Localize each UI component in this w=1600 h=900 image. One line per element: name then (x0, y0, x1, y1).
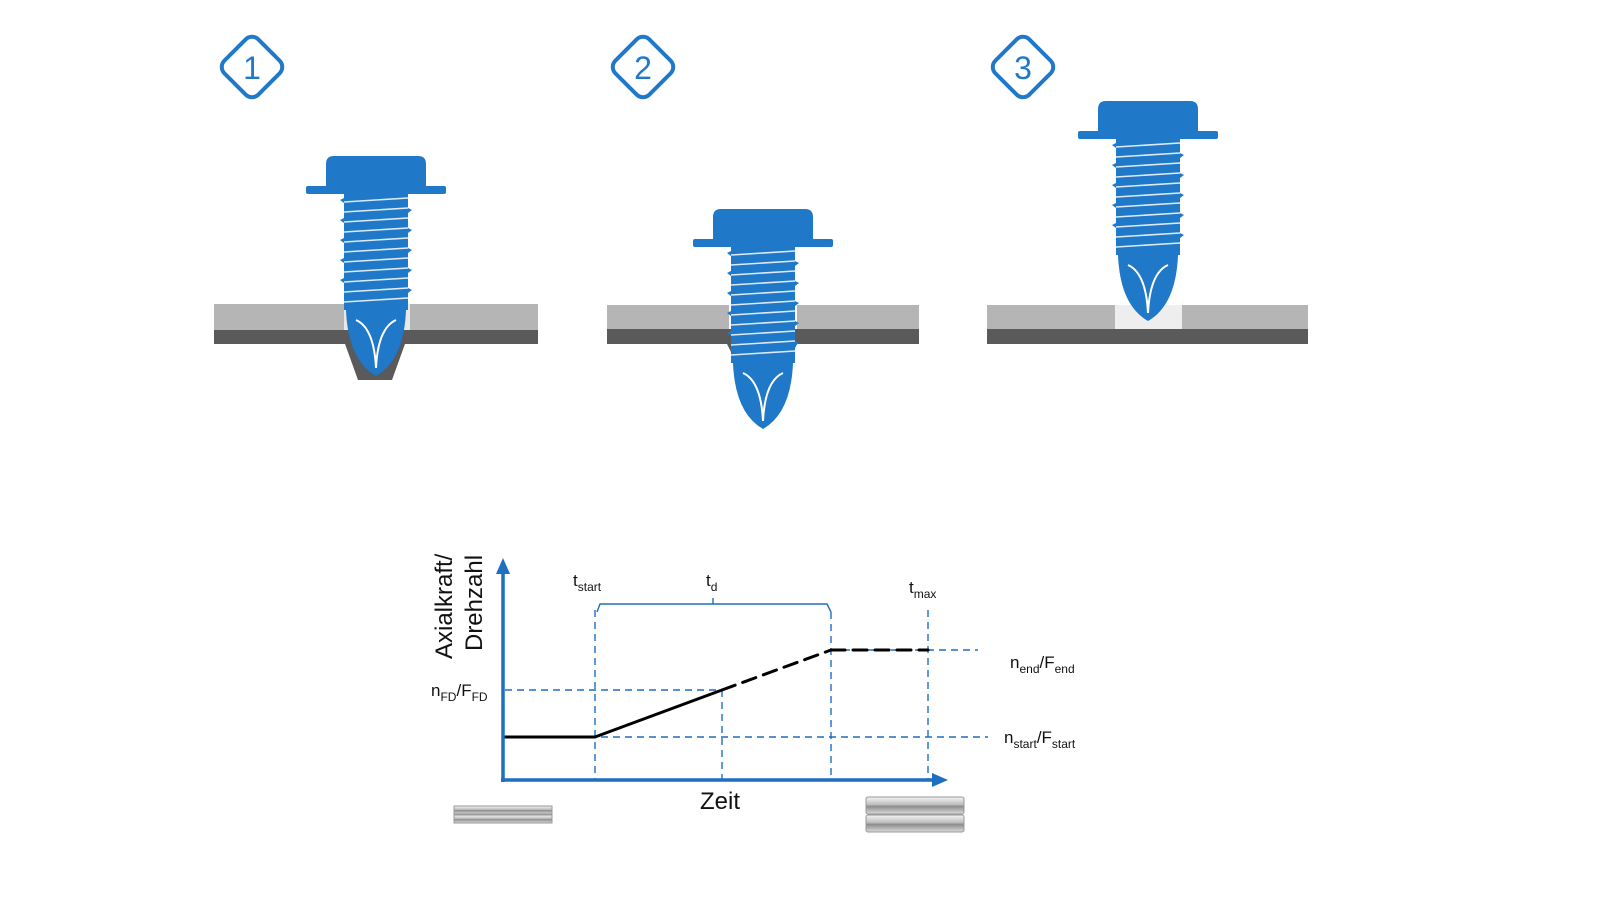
curve-ramp (593, 688, 724, 739)
step-badge-icon (990, 34, 1056, 100)
step-2-badge: 2 (610, 34, 676, 100)
y-axis-arrow-icon (496, 558, 510, 574)
flow-drill-screw-icon (1077, 100, 1219, 322)
step-1-badge: 1 (219, 34, 285, 100)
n-end-label: nend/Fend (1010, 653, 1075, 676)
process-chart: Axialkraft/ Drehzahl Zeit tstart td tmax… (431, 547, 1076, 833)
chart-axes (496, 558, 948, 787)
sheet-metal-icon (987, 305, 1308, 344)
step-2-illustration (607, 208, 919, 430)
x-axis-arrow-icon (932, 773, 948, 787)
step-1-illustration (214, 155, 538, 380)
x-axis-label: Zeit (700, 788, 740, 815)
td-bracket (596, 603, 832, 613)
t-max-label: tmax (909, 578, 936, 601)
n-start-label: nstart/Fstart (1004, 728, 1076, 751)
step-badge-icon (610, 34, 676, 100)
t-d-label: td (706, 571, 717, 594)
step-3-illustration (987, 100, 1308, 344)
step-badge-icon (219, 34, 285, 100)
t-start-label: tstart (573, 571, 602, 594)
plate-stack-icon (865, 796, 965, 833)
step-3-number: 3 (1014, 50, 1032, 86)
step-3-badge: 3 (990, 34, 1056, 100)
step-2-number: 2 (634, 50, 652, 86)
n-fd-label: nFD/FFD (431, 681, 488, 704)
plate-stack-icon (453, 805, 553, 824)
step-1-number: 1 (243, 50, 261, 86)
y-axis-label: Axialkraft/ Drehzahl (431, 547, 488, 659)
curve-ramp-dashed (720, 648, 833, 692)
